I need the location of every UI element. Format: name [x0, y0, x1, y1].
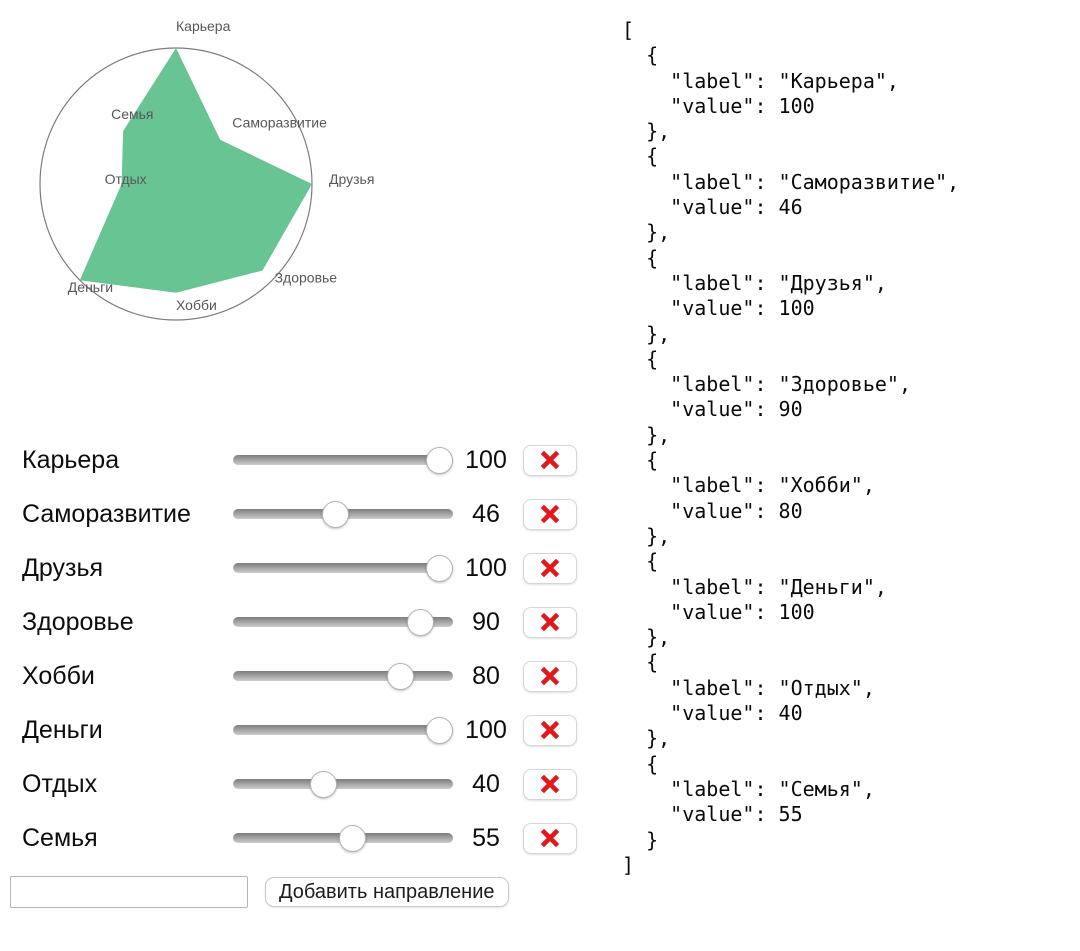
direction-slider[interactable]: [233, 824, 453, 852]
direction-value: 40: [472, 769, 500, 798]
delete-direction-button[interactable]: [523, 660, 577, 692]
direction-row: Отдых 40: [0, 757, 577, 811]
direction-value: 90: [472, 607, 500, 636]
radar-axis-label: Саморазвитие: [232, 115, 327, 131]
delete-icon: [540, 774, 560, 794]
delete-direction-button[interactable]: [523, 822, 577, 854]
radar-axis-label: Деньги: [68, 279, 113, 295]
direction-row: Карьера 100: [0, 433, 577, 487]
direction-value: 46: [472, 499, 500, 528]
directions-list: Карьера 100 Саморазвитие 46 Друзья 100 З…: [0, 433, 577, 865]
direction-slider[interactable]: [233, 554, 453, 582]
direction-value: 100: [465, 553, 507, 582]
direction-slider[interactable]: [233, 608, 453, 636]
direction-row: Друзья 100: [0, 541, 577, 595]
direction-value: 55: [472, 823, 500, 852]
direction-label: Деньги: [22, 715, 103, 744]
delete-direction-button[interactable]: [523, 444, 577, 476]
direction-value: 80: [472, 661, 500, 690]
radar-axis-label: Друзья: [329, 171, 374, 187]
delete-icon: [540, 666, 560, 686]
delete-icon: [540, 828, 560, 848]
delete-direction-button[interactable]: [523, 714, 577, 746]
direction-label: Друзья: [22, 553, 104, 582]
direction-slider[interactable]: [233, 770, 453, 798]
json-output: [ { "label": "Карьера", "value": 100 }, …: [622, 18, 960, 877]
direction-slider[interactable]: [233, 446, 453, 474]
delete-direction-button[interactable]: [523, 498, 577, 530]
add-direction-button[interactable]: Добавить направление: [265, 877, 509, 907]
direction-value: 100: [465, 715, 507, 744]
direction-row: Хобби 80: [0, 649, 577, 703]
delete-icon: [540, 720, 560, 740]
direction-row: Здоровье 90: [0, 595, 577, 649]
radar-area: [79, 48, 312, 293]
direction-row: Саморазвитие 46: [0, 487, 577, 541]
delete-direction-button[interactable]: [523, 552, 577, 584]
direction-row: Семья 55: [0, 811, 577, 865]
direction-label: Отдых: [22, 769, 98, 798]
delete-icon: [540, 450, 560, 470]
direction-label: Здоровье: [22, 607, 134, 636]
radar-axis-label: Карьера: [176, 18, 231, 34]
new-direction-input[interactable]: [10, 876, 248, 908]
direction-slider[interactable]: [233, 716, 453, 744]
radar-axis-label: Хобби: [176, 297, 217, 313]
delete-direction-button[interactable]: [523, 768, 577, 800]
direction-value: 100: [465, 445, 507, 474]
radar-axis-label: Семья: [111, 106, 153, 122]
radar-axis-label: Отдых: [105, 171, 147, 187]
delete-icon: [540, 558, 560, 578]
direction-row: Деньги 100: [0, 703, 577, 757]
delete-direction-button[interactable]: [523, 606, 577, 638]
direction-label: Хобби: [22, 661, 95, 690]
add-direction-form: Добавить направление: [10, 876, 509, 908]
direction-slider[interactable]: [233, 662, 453, 690]
delete-icon: [540, 504, 560, 524]
direction-slider[interactable]: [233, 500, 453, 528]
radar-axis-label: Здоровье: [275, 270, 338, 286]
direction-label: Саморазвитие: [22, 499, 191, 528]
delete-icon: [540, 612, 560, 632]
direction-label: Семья: [22, 823, 98, 852]
direction-label: Карьера: [22, 445, 120, 474]
